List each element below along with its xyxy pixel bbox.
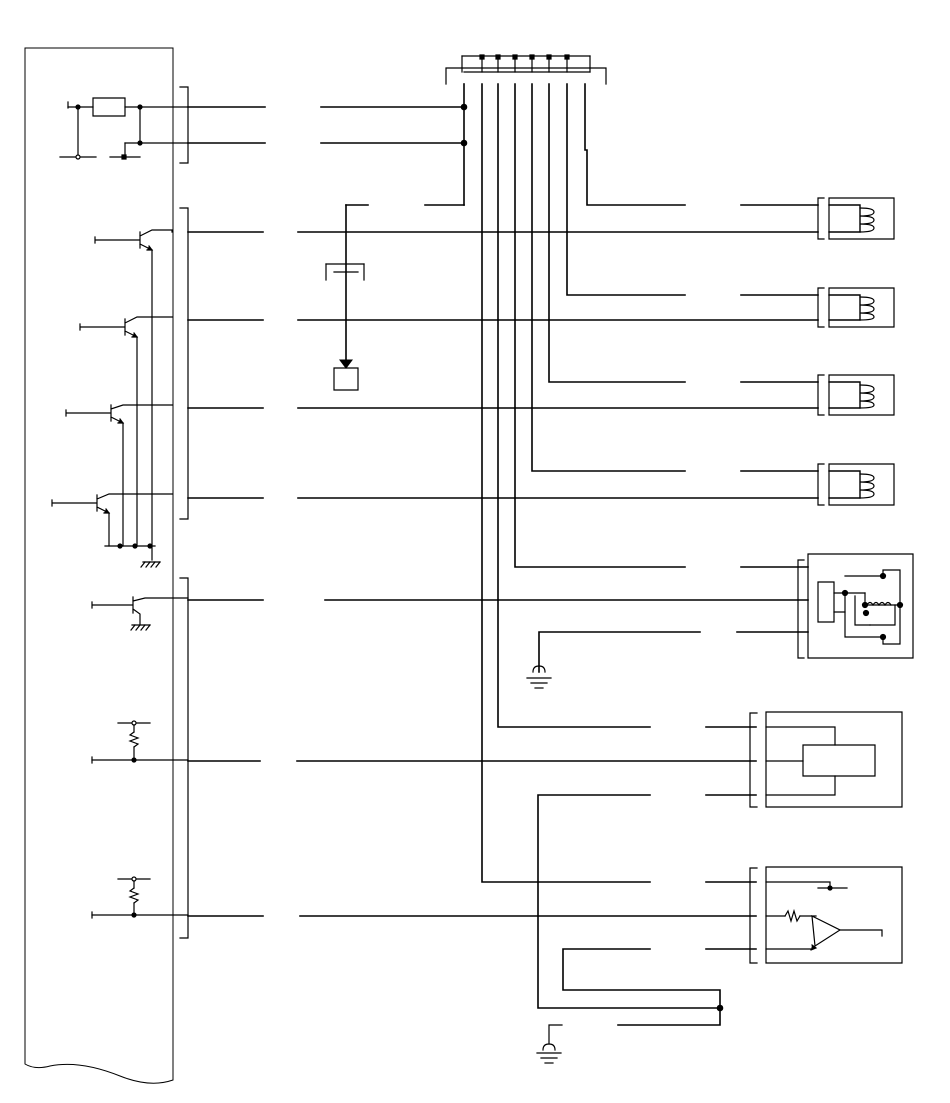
coil-icon: [860, 208, 874, 232]
sensor-module-2: [750, 867, 902, 963]
resistor-icon: [130, 732, 138, 747]
relay-contact: [818, 582, 834, 622]
ecu-power-circuit: [60, 98, 188, 160]
ignition-coil-4: [818, 464, 894, 505]
ground-icon: [527, 666, 551, 688]
ground-icon: [537, 1025, 562, 1063]
ignition-coil-3: [818, 375, 894, 415]
power-wires: [188, 84, 468, 205]
coil-icon: [867, 603, 891, 606]
coil-icon: [860, 474, 874, 498]
resistor-icon: [785, 911, 800, 921]
ecu-relay-driver: [92, 597, 188, 630]
ignition-coil-2: [818, 288, 894, 327]
relay-wires: [188, 567, 808, 672]
fuse-icon: [326, 264, 364, 280]
coil-icon: [860, 385, 874, 408]
sensor-module-1: [750, 712, 902, 807]
connector-block: [446, 55, 606, 84]
resistor-icon: [130, 888, 138, 903]
ecu-ignition-drivers: [52, 230, 172, 567]
ecu-sensor-input-2: [92, 876, 188, 918]
ignition-coil-1: [818, 198, 894, 239]
ignition-trigger-wires: [188, 205, 818, 498]
ecu-module: [25, 48, 188, 1083]
coil-icon: [860, 297, 874, 320]
amplifier-icon: [812, 916, 840, 946]
sensor-1-wires: [188, 727, 756, 1008]
relay: [798, 554, 913, 658]
fuse-branch: [326, 205, 368, 390]
resistor-icon: [93, 98, 125, 116]
meter-box: [334, 368, 358, 390]
ground-chassis-icon: [141, 562, 160, 567]
bus-lines: [482, 84, 685, 882]
ecu-sensor-input-1: [92, 720, 188, 763]
ground-chassis-icon: [131, 625, 150, 630]
sensor-2-wires: [188, 882, 756, 1025]
